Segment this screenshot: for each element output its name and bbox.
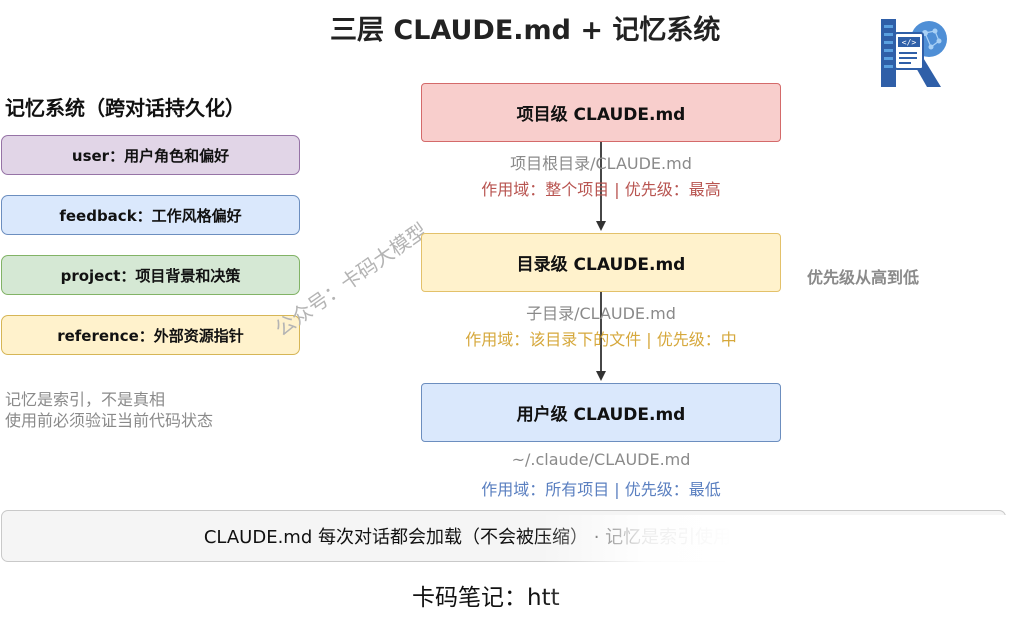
diagram-title: 三层 CLAUDE.md + 记忆系统 <box>330 15 721 46</box>
level-path-user: ~/.claude/CLAUDE.md <box>511 450 691 469</box>
level-path-project: 项目根目录/CLAUDE.md <box>510 154 692 173</box>
memory-note-index: 记忆是索引，不是真相 <box>5 390 166 409</box>
level-scope-directory: 作用域：该目录下的文件 | 优先级：中 <box>465 330 737 349</box>
memory-card-user: user：用户角色和偏好 <box>1 135 300 175</box>
redaction-fade <box>540 515 1011 625</box>
memory-note-verify: 使用前必须验证当前代码状态 <box>5 411 214 430</box>
svg-text:</>: </> <box>902 38 917 47</box>
level-box-project: 项目级 CLAUDE.md <box>421 83 781 142</box>
level-box-directory: 目录级 CLAUDE.md <box>421 233 781 292</box>
kama-logo-icon: </> <box>881 19 947 87</box>
memory-card-feedback: feedback：工作风格偏好 <box>1 195 300 235</box>
level-path-directory: 子目录/CLAUDE.md <box>526 304 676 323</box>
footer-note: 卡码笔记：htt <box>412 585 560 611</box>
level-scope-user: 作用域：所有项目 | 优先级：最低 <box>481 480 721 499</box>
memory-card-reference: reference：外部资源指针 <box>1 315 300 355</box>
priority-note: 优先级从高到低 <box>807 268 920 287</box>
level-box-user: 用户级 CLAUDE.md <box>421 383 781 442</box>
level-scope-project: 作用域：整个项目 | 优先级：最高 <box>481 180 721 199</box>
memory-heading: 记忆系统（跨对话持久化） <box>5 96 245 120</box>
memory-card-project: project：项目背景和决策 <box>1 255 300 295</box>
